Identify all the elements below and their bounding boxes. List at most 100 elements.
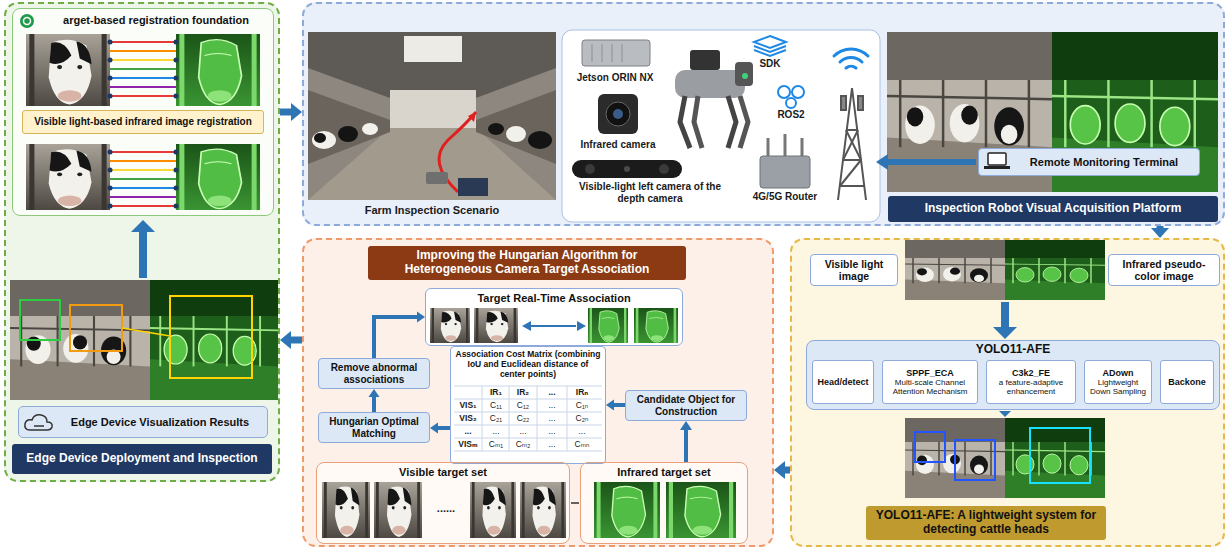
module-name: SPPF_ECA [906,368,954,378]
box-ground [12,8,880,544]
arrow-head [606,400,614,411]
ros2-icon-part [786,98,796,108]
wifi-icon [834,49,868,68]
input-box: Visible light image [810,254,898,286]
registration-dots-part [174,58,179,63]
matrix-cell: ... [538,401,566,411]
link-arrow-part [876,154,888,170]
node-text: Target Real-Time Association [477,292,630,305]
up-arrow [131,220,155,278]
registration-lines-part [110,41,176,43]
registration-images-part [26,34,110,106]
matrix-cell: C₂₂ [509,414,537,424]
arrow-head [774,461,785,479]
infrared-camera-part [606,102,630,126]
association-images-part [430,308,470,343]
box-ground-part [580,462,748,544]
target-images [322,482,736,538]
title-band: Improving the Hungarian Algorithm for He… [368,246,686,280]
router-part [801,138,804,158]
signal-tower-part [858,96,863,110]
registration-dots-part [108,94,113,99]
detection-image-part [1005,418,1105,498]
signal-tower-part [846,129,858,131]
ros2-icon-part [778,86,790,98]
band-title: Inspection Robot Visual Acquisition Plat… [925,202,1182,216]
terminal-box: Remote Monitoring Terminal [978,148,1200,176]
farm-scene-part [488,123,504,135]
matrix-cell: VIS₂ [454,414,482,424]
detection-image [905,418,1105,498]
edge-result-image [10,280,278,400]
ros2-icon-part [792,86,804,98]
edge-result-image-part [70,305,122,351]
up-arrow-part [139,232,147,278]
edge-result-image-part [10,280,150,400]
arrow-head [1151,228,1169,238]
process-box: Candidate Object for Construction [625,390,747,421]
section-panel: YOLO11-AFE: A lightweight system for det… [790,238,1225,547]
robot-dog-part [735,62,753,86]
node-text: a feature-adaptive enhancement [989,378,1073,396]
router-part [784,134,787,158]
title-band: Inspection Robot Visual Acquisition Plat… [888,196,1218,222]
sdk-icon-part [754,36,786,48]
depth-camera-part [585,164,595,174]
registration-lines-part [110,59,176,61]
target-icon-part [24,18,31,25]
matrix-grid-part [509,386,510,451]
matrix-grid-part [454,399,602,400]
arrow-head [417,312,425,323]
matrix-cell: VISₘ [454,440,482,450]
farm-scene-part [308,90,390,164]
target-images-part [571,502,579,504]
target-images-part [594,482,660,538]
target-images-part [520,482,566,538]
matrix-cell: ... [538,414,566,424]
flow-arrow [606,400,625,411]
node-text: Lightweight Down Sampling [1087,378,1149,396]
matrix-cell: ... [454,427,482,437]
module-box: ADownLightweight Down Sampling [1084,360,1152,404]
flow-arrow [280,103,302,121]
robot-dog-part [690,50,720,70]
detection-image-part [955,440,995,480]
section-panel: Improving the Hungarian Algorithm for He… [302,238,774,547]
laptop-icon-part [984,166,1010,169]
matrix-grid-part [567,386,568,451]
device-label: Jetson ORIN NX [560,72,670,84]
matrix-grid-part [454,425,602,426]
flow-arrow [430,423,450,434]
edge-result-image-part [122,328,170,336]
panel-ground-part [302,238,774,547]
registration-dots-part [174,76,179,81]
router-part [767,138,770,158]
down-arrow-part [1001,302,1009,328]
registration-dots-part [108,76,113,81]
node-text: arget-based registration foundation [63,14,249,27]
input-image-part [905,240,1005,300]
association-images-part [530,325,576,327]
node-text: Visible target set [399,466,487,479]
node-text: Head/detect [817,377,868,387]
router [760,134,810,188]
target-images-part [322,482,370,538]
node-text: Edge Device Visualization Results [71,416,249,429]
cloud-icon [25,415,52,430]
down-arrow-part [993,327,1017,339]
matrix-cell: Cₘ₁ [482,440,510,450]
registration-dots-part [108,204,113,209]
node-text: Hungarian Optimal Matching [323,416,425,439]
model-box: YOLO11-AFEHead/detectSPPF_ECAMulti-scale… [806,340,1220,410]
robot-dog-part [675,70,745,98]
result-box: Edge Device Visualization Results [18,406,268,438]
matrix-grid-part [482,386,483,451]
matrix-cell: C₁₂ [509,401,537,411]
registration-lines-part [110,68,176,70]
device-label: Visible-light left camera of the depth c… [565,181,735,204]
connector-line [684,426,688,462]
farm-scene-part [506,126,526,142]
matrix-cell: VIS₁ [454,401,482,411]
association-images-part [588,308,628,343]
